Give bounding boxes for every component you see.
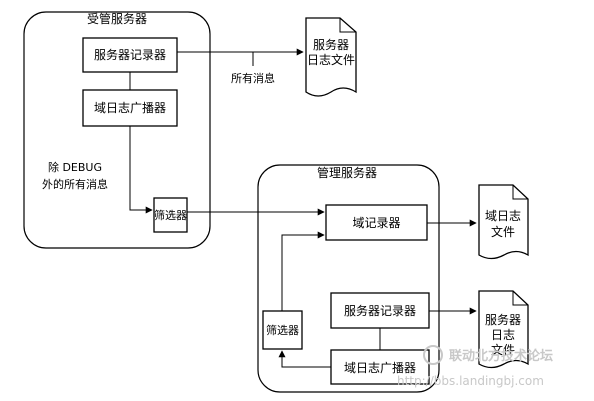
admin-server-logger-box	[330, 292, 430, 329]
admin-server-group: 管理服务器 域记录器 服务器记录器 域日志广播器 筛选器	[257, 164, 440, 393]
watermark-line2: http://bbs.landingbj.com	[397, 374, 544, 388]
admin-server-log-file-line1: 服务器	[485, 312, 521, 327]
server-log-file-line1: 服务器	[313, 37, 349, 52]
admin-server-log-file-line2: 日志	[491, 328, 515, 342]
managed-domain-log-broadcaster-label: 域日志广播器	[94, 101, 166, 115]
watermark-line1: 联动北方技术论坛	[449, 348, 553, 364]
arrow-admin-filter-to-domain-logger	[281, 231, 325, 311]
admin-filter-label: 筛选器	[266, 323, 299, 337]
managed-server-title: 受管服务器	[87, 11, 147, 26]
managed-server-logger-label: 服务器记录器	[94, 47, 166, 62]
forum-watermark: 联动北方技术论坛 http://bbs.landingbj.com	[397, 345, 553, 388]
admin-server-container	[257, 164, 440, 393]
admin-server-log-file-line3: 文件	[491, 342, 515, 357]
admin-filter-box	[262, 310, 303, 350]
server-log-file-document: 服务器 日志文件	[305, 17, 357, 97]
admin-server-logger-label: 服务器记录器	[344, 303, 416, 318]
admin-domain-logger-label: 域记录器	[352, 216, 400, 230]
watermark-logo-icon	[423, 345, 443, 365]
server-log-file-icon	[305, 17, 357, 97]
domain-log-file-line1: 域日志	[485, 209, 521, 223]
arrow-broadcaster-to-admin-filter	[278, 350, 331, 368]
admin-server-log-file-icon	[478, 290, 529, 369]
admin-server-log-file-document: 服务器 日志 文件	[478, 290, 529, 369]
admin-server-title: 管理服务器	[317, 165, 377, 180]
server-log-file-line2: 日志文件	[307, 52, 355, 67]
filter-note-line2: 外的所有消息	[42, 177, 108, 191]
filter-note-line1: 除 DEBUG	[48, 160, 102, 174]
admin-domain-log-broadcaster-box	[330, 349, 430, 385]
domain-log-file-icon	[478, 184, 529, 260]
connector-broadcaster-to-filter	[129, 126, 153, 214]
managed-server-group: 受管服务器 服务器记录器 域日志广播器 筛选器 除 DEBUG 外的所有消息	[23, 11, 211, 249]
managed-filter-box	[153, 197, 188, 233]
admin-domain-log-broadcaster-label: 域日志广播器	[344, 361, 416, 375]
all-messages-label: 所有消息	[231, 71, 275, 85]
managed-server-container	[23, 11, 211, 249]
domain-log-file-line2: 文件	[491, 224, 515, 239]
domain-log-file-document: 域日志 文件	[478, 184, 529, 260]
managed-filter-label: 筛选器	[154, 208, 187, 222]
